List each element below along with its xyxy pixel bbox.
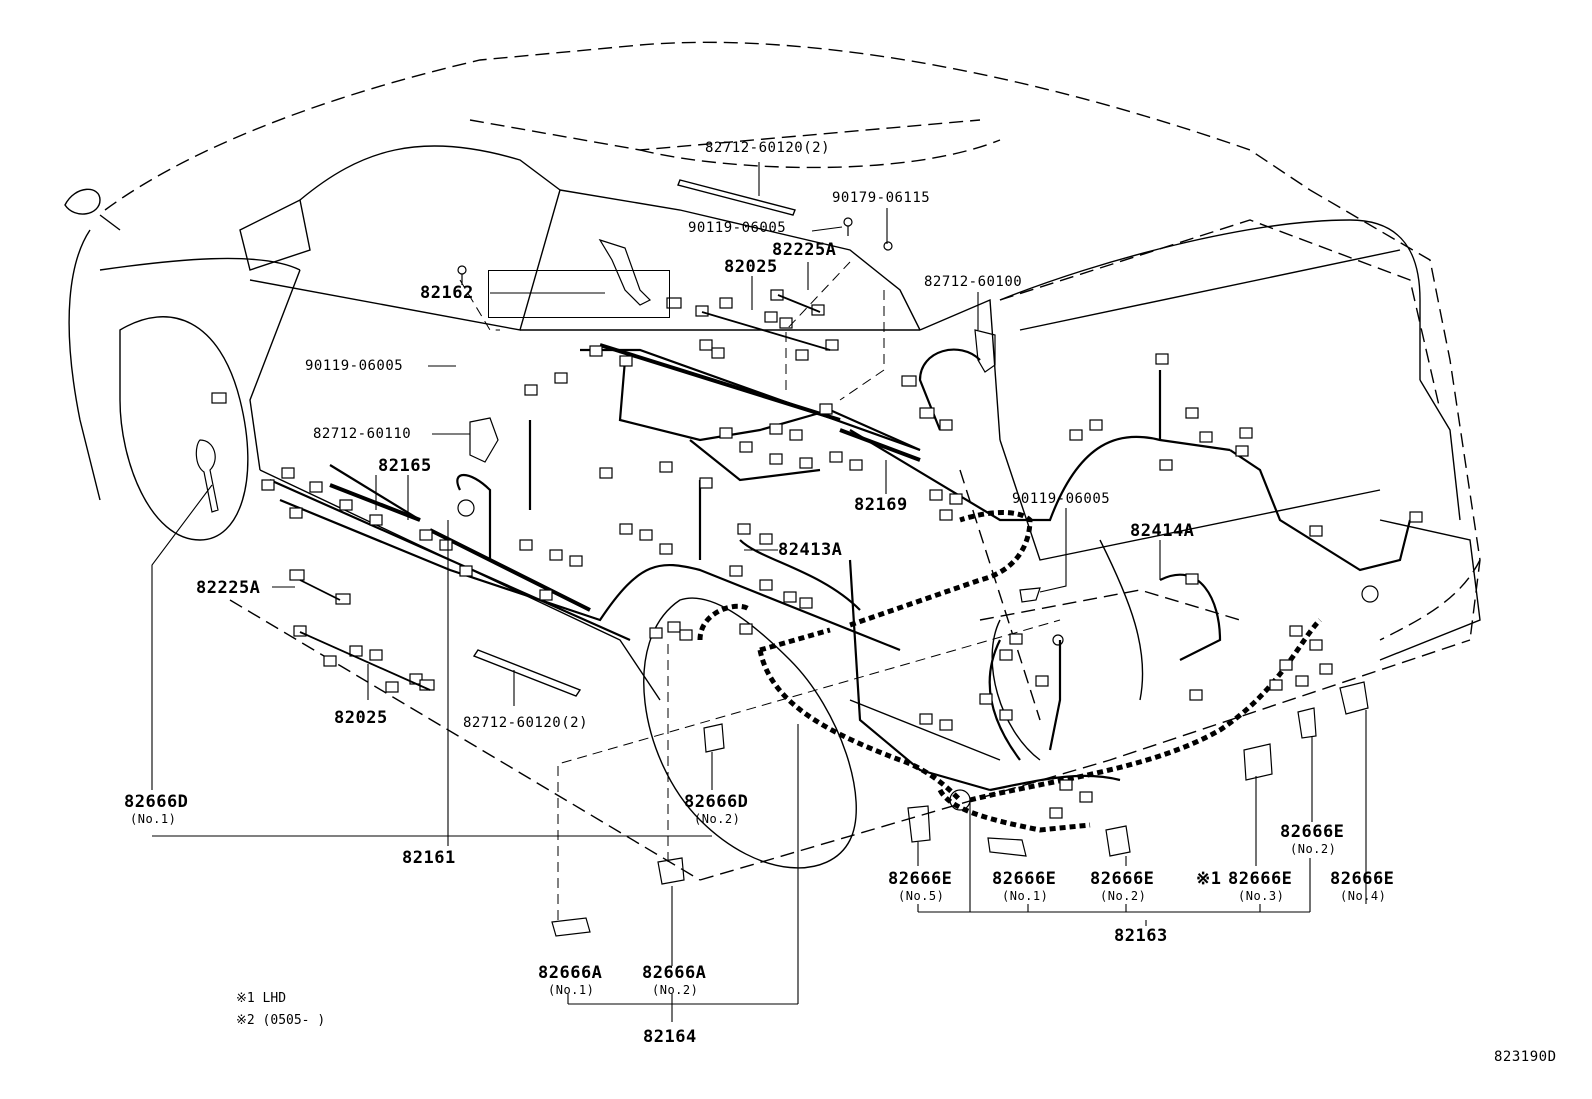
- callout-82666E-no4: 82666E: [1330, 869, 1395, 889]
- callout-82712-60120-bottom: 82712-60120(2): [463, 715, 589, 731]
- vehicle-body-outline: [104, 41, 1481, 881]
- wire-harness-corrugated: [697, 510, 1322, 833]
- callout-82169: 82169: [854, 495, 908, 515]
- callout-82164: 82164: [643, 1027, 697, 1047]
- sub-harness-82025-left: [299, 631, 431, 691]
- callout-82162-box: [488, 270, 670, 318]
- callout-82414A: 82414A: [1130, 521, 1195, 541]
- callout-82163: 82163: [1114, 926, 1168, 946]
- callout-82712-60120-top: 82712-60120(2): [705, 140, 831, 156]
- callout-82666A-no1: 82666A: [538, 963, 603, 983]
- callout-82712-60100: 82712-60100: [924, 274, 1023, 290]
- callout-82666E-no1: 82666E: [992, 869, 1057, 889]
- callout-82666E-no3: 82666E: [1228, 869, 1293, 889]
- callout-90119-06005-left: 90119-06005: [305, 358, 404, 374]
- callout-82666D-no1-sub: (No.1): [130, 812, 177, 826]
- diagram-code: 823190D: [1494, 1049, 1557, 1065]
- callout-leader-lines: [151, 162, 1367, 1022]
- callout-leader-dashed: [459, 261, 1061, 920]
- callout-82025-left: 82025: [334, 708, 388, 728]
- callout-90119-06005-top: 90119-06005: [688, 220, 787, 236]
- callout-90179-06115: 90179-06115: [832, 190, 931, 206]
- callout-82225A-left: 82225A: [196, 578, 261, 598]
- callout-82025-top: 82025: [724, 257, 778, 277]
- callout-82413A: 82413A: [778, 540, 843, 560]
- callout-82165: 82165: [378, 456, 432, 476]
- callout-82666E-no2-a: 82666E: [1090, 869, 1155, 889]
- wire-harness-taped: [329, 343, 921, 612]
- callout-82666E-no5-sub: (No.5): [898, 889, 945, 903]
- callout-82666D-no2: 82666D: [684, 792, 749, 812]
- moulding-strip-bottom: [472, 649, 582, 697]
- callout-82666E-no3-sub: (No.3): [1238, 889, 1285, 903]
- brackets-and-clamps: [195, 217, 1379, 937]
- callout-82666A-no2-sub: (No.2): [652, 983, 699, 997]
- callout-82161: 82161: [402, 848, 456, 868]
- sub-harness-82225A-top: [777, 294, 821, 313]
- callout-82666A-no1-sub: (No.1): [548, 983, 595, 997]
- moulding-strip-top: [677, 179, 796, 216]
- callout-82225A-top: 82225A: [772, 240, 837, 260]
- sub-harness-82225A-left: [299, 579, 341, 601]
- callout-82666E-no2-a-sub: (No.2): [1100, 889, 1147, 903]
- callout-82666D-no1: 82666D: [124, 792, 189, 812]
- wire-harness-main: [269, 348, 1412, 792]
- callout-82666E-no5: 82666E: [888, 869, 953, 889]
- sub-harness-82025-top: [701, 311, 831, 351]
- callout-82666E-no2-b: 82666E: [1280, 822, 1345, 842]
- callout-82666D-no2-sub: (No.2): [694, 812, 741, 826]
- callout-82666E-no2-b-sub: (No.2): [1290, 842, 1337, 856]
- connectors: [211, 289, 1423, 819]
- vehicle-body-structure: [64, 145, 1481, 869]
- callout-82666E-no4-sub: (No.4): [1340, 889, 1387, 903]
- callout-82666E-no3-mark: ※1: [1196, 869, 1222, 889]
- callout-82666A-no2: 82666A: [642, 963, 707, 983]
- note-lhd: ※1 LHD: [236, 991, 287, 1006]
- note-date-range: ※2 (0505- ): [236, 1013, 326, 1028]
- callout-82162: 82162: [420, 283, 474, 303]
- callout-82666E-no1-sub: (No.1): [1002, 889, 1049, 903]
- callout-90119-06005-right: 90119-06005: [1012, 491, 1111, 507]
- callout-82712-60110: 82712-60110: [313, 426, 412, 442]
